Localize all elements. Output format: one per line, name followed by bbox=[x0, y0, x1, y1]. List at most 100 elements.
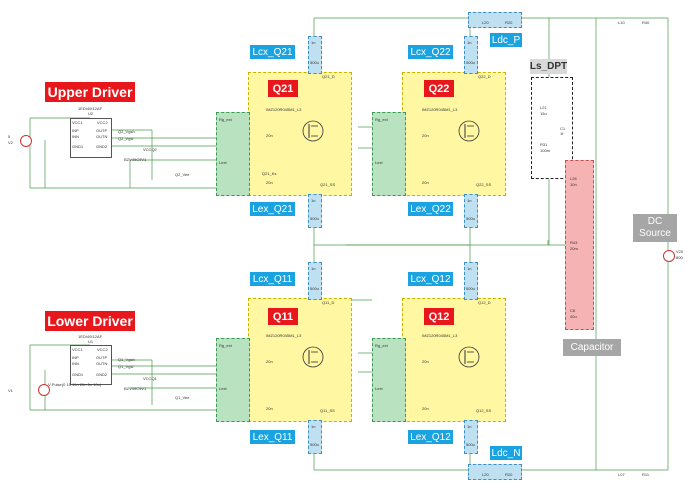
q22-ss: Q22_SS bbox=[476, 182, 492, 187]
lex-q11-res: 500u bbox=[310, 442, 319, 447]
q22-r20n-b: 20n bbox=[422, 180, 429, 185]
dc-source-label: DC Source bbox=[633, 214, 677, 242]
upper-q2-vee: Q2_Vee bbox=[175, 172, 190, 177]
dc-source-val: 800 bbox=[676, 255, 683, 260]
ls-dpt-l: L21 bbox=[540, 105, 547, 110]
lex-q22-label: Lex_Q22 bbox=[408, 202, 453, 216]
q12-label: Q12 bbox=[424, 308, 454, 325]
lower-inp: INP bbox=[72, 355, 79, 360]
upper-driver-ic bbox=[70, 118, 112, 158]
q12-mosfet-icon bbox=[458, 346, 480, 368]
upper-vcc1: VCC1 bbox=[72, 120, 83, 125]
q11-label: Q11 bbox=[268, 308, 298, 325]
ldc-p-box bbox=[468, 12, 522, 28]
lower-gnd1: GND1 bbox=[72, 372, 84, 377]
lower-pulse: V-Pulse(0 15 10n 20n 5n 10u) bbox=[48, 382, 102, 387]
lower-vcc2: VCC2 bbox=[97, 347, 108, 352]
ldc-n-label: Ldc_N bbox=[490, 446, 522, 460]
upper-outn: OUTN bbox=[96, 134, 108, 139]
upper-outp: OUTP bbox=[96, 128, 108, 133]
capacitor-label: Capacitor bbox=[563, 339, 621, 356]
q12-gate-block bbox=[372, 338, 406, 422]
ls-dpt-r: R31 bbox=[540, 142, 548, 147]
upper-v2: V2 bbox=[8, 140, 13, 145]
lex-q21-res: 500u bbox=[310, 216, 319, 221]
lower-driver-part: 1EDI40I12AF bbox=[78, 334, 103, 339]
q21-gate-block bbox=[216, 112, 250, 196]
lcx-q11-label: Lcx_Q11 bbox=[250, 272, 295, 286]
dc-source-icon bbox=[663, 250, 675, 262]
q12-part: IMZ120R045M1_L3 bbox=[422, 333, 458, 338]
ls-dpt-label: Ls_DPT bbox=[530, 59, 567, 74]
lower-source-icon bbox=[38, 384, 50, 396]
cap-c: C8 bbox=[570, 308, 576, 313]
lcx-q21-res: 500u bbox=[310, 60, 319, 65]
lex-q21-box bbox=[308, 194, 322, 228]
ldc-p-res: R20 bbox=[505, 20, 513, 25]
cap-l-val: 10n bbox=[570, 182, 577, 187]
q21-r20n-b: 20n bbox=[266, 180, 273, 185]
lex-q12-label: Lex_Q12 bbox=[408, 430, 453, 444]
ls-dpt-c: C1 bbox=[560, 126, 566, 131]
lower-driver-label: Lower Driver bbox=[45, 311, 135, 331]
q22-block bbox=[402, 72, 506, 196]
lower-q1-vee: Q1_Vee bbox=[175, 395, 190, 400]
lex-q12-val: 1n bbox=[467, 424, 472, 429]
q22-mosfet-icon bbox=[458, 120, 480, 142]
upper-driver-label: Upper Driver bbox=[45, 82, 135, 102]
ls-dpt-l-val: 15u bbox=[540, 111, 547, 116]
lcx-q21-val: 1n bbox=[311, 40, 316, 45]
upper-bzv: BZV49C9V1 bbox=[124, 157, 147, 162]
upper-source-icon bbox=[20, 135, 32, 147]
upper-inn: INN bbox=[72, 134, 79, 139]
q21-label: Q21 bbox=[268, 80, 298, 97]
ls-dpt-r-val: 100m bbox=[540, 148, 551, 153]
lower-outn: OUTN bbox=[96, 361, 108, 366]
lex-q11-val: 1n bbox=[311, 424, 316, 429]
upper-gnd1: GND1 bbox=[72, 144, 84, 149]
lcx-q22-label: Lcx_Q22 bbox=[408, 45, 453, 59]
q11-r20n-a: 20n bbox=[266, 359, 273, 364]
q22-rg-ext: Rg_ext bbox=[375, 117, 388, 122]
lcx-q12-res: 500u bbox=[466, 286, 475, 291]
q12-d: Q12_D bbox=[478, 300, 491, 305]
dc-source-ref: V20 bbox=[676, 249, 684, 254]
lex-q21-label: Lex_Q21 bbox=[250, 202, 295, 216]
q12-rg-ext: Rg_ext bbox=[375, 343, 388, 348]
cap-c-val: 40u bbox=[570, 314, 577, 319]
ldc-n-res: R20 bbox=[505, 472, 513, 477]
lcx-q12-box bbox=[464, 262, 478, 300]
lex-q22-box bbox=[464, 194, 478, 228]
bottom-right-r: R11 bbox=[642, 472, 650, 477]
lcx-q12-val: 1n bbox=[467, 266, 472, 271]
lex-q11-label: Lex_Q11 bbox=[250, 430, 295, 444]
upper-driver-part: 1EDI40I12AF bbox=[78, 106, 103, 111]
bottom-right-l: L07 bbox=[618, 472, 625, 477]
lcx-q21-label: Lcx_Q21 bbox=[250, 45, 295, 59]
lcx-q22-box bbox=[464, 36, 478, 74]
lower-q1-vgsl: Q1_Vgsl bbox=[118, 364, 134, 369]
q22-part: IMZ120R045M1_L3 bbox=[422, 107, 458, 112]
top-right-r: R40 bbox=[642, 20, 650, 25]
upper-v5: 5 bbox=[8, 134, 11, 139]
q11-d: Q11_D bbox=[322, 300, 335, 305]
ldc-p-label: Ldc_P bbox=[490, 33, 522, 47]
q11-rg-ext: Rg_ext bbox=[219, 343, 232, 348]
q21-ks: Q21_Ks bbox=[262, 171, 277, 176]
lex-q22-val: 1n bbox=[467, 198, 472, 203]
q22-label: Q22 bbox=[424, 80, 454, 97]
lower-v1: V1 bbox=[8, 388, 13, 393]
q11-r20n-b: 20n bbox=[266, 406, 273, 411]
upper-vccq2: VCCQ2 bbox=[143, 147, 157, 152]
q12-r20n-b: 20n bbox=[422, 406, 429, 411]
lower-driver-ref: U1 bbox=[88, 339, 94, 344]
upper-q2-vgsh: Q2_Vgsh bbox=[118, 129, 135, 134]
upper-driver-ref: U2 bbox=[88, 111, 94, 116]
cap-l: L26 bbox=[570, 176, 577, 181]
cap-r: R43 bbox=[570, 240, 578, 245]
lex-q12-box bbox=[464, 420, 478, 454]
q12-r20n-a: 20n bbox=[422, 359, 429, 364]
ls-dpt-c-val: 1f bbox=[560, 131, 564, 136]
lcx-q22-val: 1n bbox=[467, 40, 472, 45]
q21-ss: Q21_SS bbox=[320, 182, 336, 187]
